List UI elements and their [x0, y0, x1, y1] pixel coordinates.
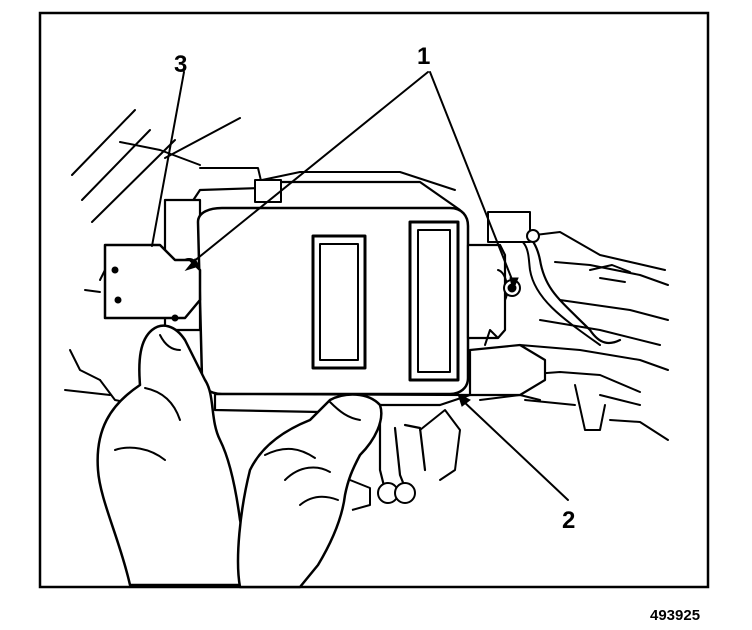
leader-lines [151, 71, 569, 501]
right-hand [236, 393, 383, 589]
callout-3: 3 [174, 51, 187, 78]
callout-1: 1 [417, 43, 430, 70]
arrowhead-1b [509, 277, 519, 292]
illustration-frame [38, 11, 710, 589]
callout-2: 2 [562, 507, 575, 534]
right-bracket [466, 243, 507, 340]
left-hand [96, 324, 257, 587]
door-linkage [349, 408, 461, 511]
lower-duct [468, 343, 547, 397]
arrowhead-1a [184, 258, 200, 271]
figure-id: 493925 [650, 607, 700, 624]
vent-openings [311, 220, 460, 382]
electrical-connector [487, 211, 540, 243]
arrowhead-2 [457, 393, 471, 407]
wiring-harness-secondary [509, 234, 601, 346]
background-structure [64, 109, 669, 441]
actuator-assembly [103, 243, 202, 322]
top-connector [254, 179, 282, 203]
